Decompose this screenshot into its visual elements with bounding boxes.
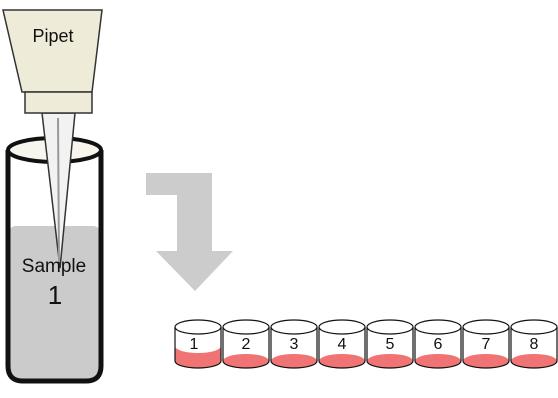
- well-liquid: [511, 354, 557, 368]
- well-liquid: [223, 354, 269, 368]
- sample-label: Sample: [22, 256, 86, 277]
- well-1: 1: [174, 319, 222, 369]
- well-rim: [318, 319, 366, 335]
- well-8: 8: [510, 319, 558, 369]
- well-bottom: [318, 360, 366, 369]
- well-liquid: [319, 354, 365, 368]
- well-rim: [366, 319, 414, 335]
- tube-wall: [5, 150, 104, 384]
- well-liquid: [367, 354, 413, 368]
- well-bottom: [270, 360, 318, 369]
- well-label: 4: [338, 336, 347, 353]
- well-4: 4: [318, 319, 366, 369]
- pipet-label: Pipet: [32, 26, 73, 46]
- well-6: 6: [414, 319, 462, 369]
- down-arrow: [146, 173, 233, 291]
- well-rim: [270, 319, 318, 335]
- well-bottom: [510, 360, 558, 369]
- well-bottom: [222, 360, 270, 369]
- well-bottom: [174, 360, 222, 369]
- well-rim: [414, 319, 462, 335]
- well-label: 5: [386, 336, 395, 353]
- well-liquid: [415, 354, 461, 368]
- well-strip: 1 2 3 4 5 6 7 8: [174, 319, 558, 369]
- sample-number: 1: [48, 280, 62, 310]
- sample-liquid: [8, 226, 101, 381]
- well-liquid: [463, 354, 509, 368]
- well-label: 7: [482, 336, 491, 353]
- well-bottom: [414, 360, 462, 369]
- well-rim: [462, 319, 510, 335]
- pipet-tip-shading: [57, 117, 60, 263]
- well-rim: [222, 319, 270, 335]
- well-label: 8: [530, 336, 539, 353]
- pipet-collar: [24, 91, 93, 114]
- well-label: 6: [434, 336, 443, 353]
- well-label: 2: [242, 336, 251, 353]
- well-5: 5: [366, 319, 414, 369]
- well-7: 7: [462, 319, 510, 369]
- well-liquid: [271, 354, 317, 368]
- well-3: 3: [270, 319, 318, 369]
- well-label: 3: [290, 336, 299, 353]
- pipet: Pipet: [2, 9, 103, 114]
- well-rim: [510, 319, 558, 335]
- well-liquid: [175, 346, 221, 368]
- well-label: 1: [190, 336, 199, 353]
- well-bottom: [462, 360, 510, 369]
- well-2: 2: [222, 319, 270, 369]
- pipet-body: [2, 9, 103, 93]
- well-rim: [174, 319, 222, 335]
- well-bottom: [366, 360, 414, 369]
